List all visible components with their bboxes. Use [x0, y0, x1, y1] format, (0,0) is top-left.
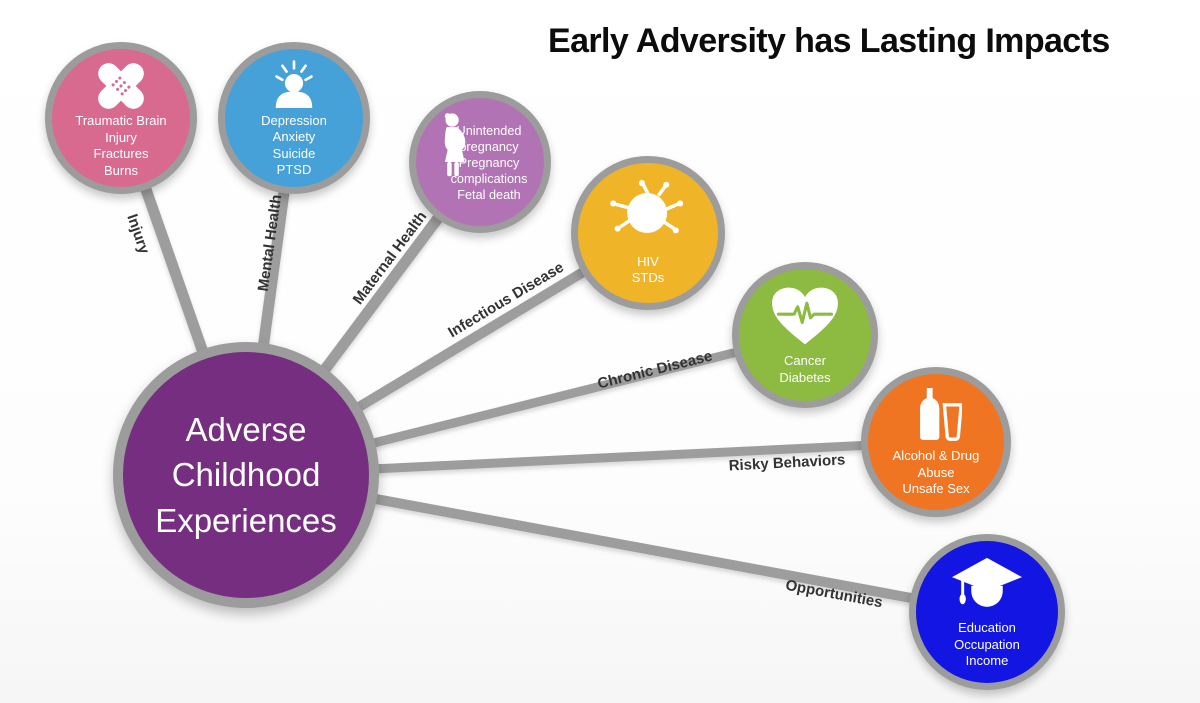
node-line: Fetal death: [457, 188, 521, 203]
node-line: pregnancy: [459, 139, 519, 154]
node-text: Alcohol & Drug Abuse Unsafe Sex: [893, 448, 980, 498]
bottle-glass-icon: [910, 386, 963, 442]
node-text: Depression Anxiety Suicide PTSD: [261, 113, 327, 179]
node-infectious-disease: HIV STDs: [571, 156, 725, 310]
node-line: Unintended: [456, 123, 522, 138]
center-node-adverse-childhood-experiences: Adverse Childhood Experiences: [113, 342, 379, 608]
node-line: HIV: [637, 253, 659, 269]
node-line: Occupation: [954, 636, 1020, 652]
node-injury: Traumatic Brain Injury Fractures Burns: [45, 42, 197, 194]
node-line: Alcohol & Drug: [892, 448, 980, 464]
node-text: Cancer Diabetes: [779, 353, 830, 386]
node-mental-health: Depression Anxiety Suicide PTSD: [218, 42, 370, 194]
bandage-icon: [93, 61, 149, 111]
node-line: Burns: [104, 162, 138, 178]
center-node-line: Adverse: [185, 410, 307, 448]
node-opportunities: Education Occupation Income: [909, 534, 1065, 690]
node-chronic-disease: Cancer Diabetes: [732, 262, 878, 408]
node-line: Unsafe Sex: [902, 481, 970, 497]
node-maternal-health: Unintended pregnancy Pregnancy complicat…: [409, 91, 551, 233]
pregnant-woman-icon: [436, 112, 470, 178]
node-text: Education Occupation Income: [954, 620, 1020, 670]
center-node-line: Experiences: [155, 501, 337, 539]
node-line: complications: [450, 172, 528, 187]
node-line: Abuse: [917, 464, 955, 480]
node-line: Education: [958, 620, 1016, 636]
node-line: Income: [965, 653, 1009, 669]
node-line: Depression: [261, 112, 327, 128]
node-line: STDs: [631, 270, 665, 285]
node-text: Unintended pregnancy Pregnancy complicat…: [433, 121, 528, 204]
node-line: Cancer: [784, 353, 826, 368]
center-node-line: Childhood: [171, 456, 321, 494]
graduation-cap-icon: [945, 554, 1029, 616]
page-title: Early Adversity has Lasting Impacts: [548, 22, 1110, 60]
node-line: Suicide: [272, 145, 316, 161]
node-line: Diabetes: [779, 369, 831, 385]
person-rays-icon: [265, 58, 323, 110]
node-line: Pregnancy: [458, 155, 520, 170]
node-text: Traumatic Brain Injury Fractures Burns: [75, 113, 166, 179]
node-risky-behaviors: Alcohol & Drug Abuse Unsafe Sex: [861, 367, 1011, 517]
node-line: Anxiety: [272, 129, 316, 144]
node-line: Injury: [105, 129, 137, 145]
heart-ekg-icon: [766, 284, 844, 348]
node-text: HIV STDs: [632, 254, 665, 287]
node-line: PTSD: [276, 162, 312, 177]
virus-icon: [604, 179, 692, 246]
node-line: Fractures: [93, 146, 149, 161]
node-line: Traumatic Brain: [75, 113, 167, 128]
